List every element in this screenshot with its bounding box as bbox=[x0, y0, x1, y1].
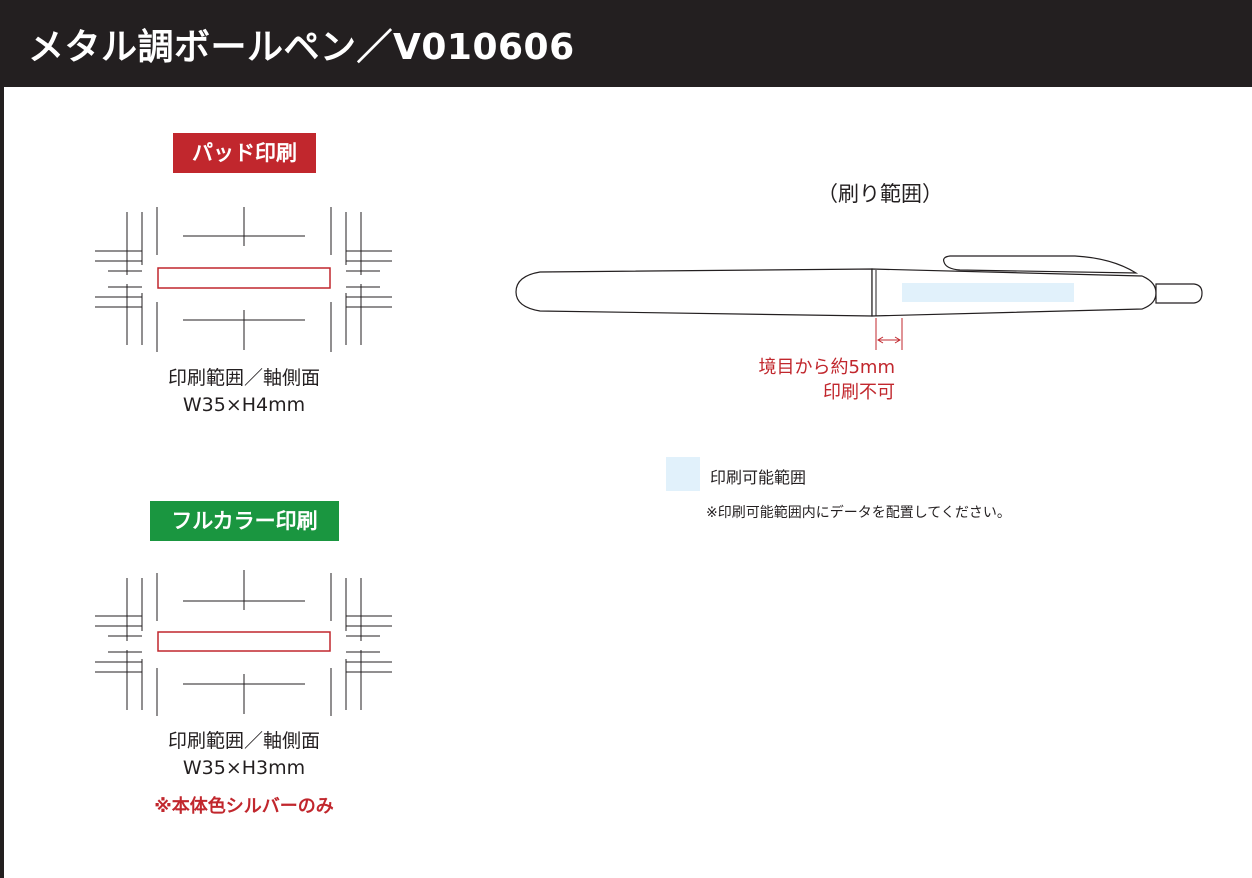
print-area-legend-label: 印刷可能範囲 bbox=[710, 468, 807, 487]
fullcolor-print-note: ※本体色シルバーのみ bbox=[154, 796, 334, 817]
pad-print-caption: 印刷範囲／軸側面 W35×H4mm bbox=[94, 365, 394, 419]
fullcolor-print-caption-line2: W35×H3mm bbox=[182, 757, 306, 779]
pen-knock bbox=[1155, 283, 1203, 304]
left-border bbox=[0, 87, 4, 878]
fullcolor-print-area-rect bbox=[157, 631, 331, 652]
page-title: メタル調ボールペン／V010606 bbox=[28, 27, 575, 68]
page-header: メタル調ボールペン／V010606 bbox=[0, 0, 1252, 87]
margin-note-line2: 印刷不可 bbox=[823, 382, 895, 403]
print-range-title: （刷り範囲） bbox=[817, 182, 943, 206]
fullcolor-print-badge: フルカラー印刷 bbox=[150, 501, 339, 541]
pen-print-area bbox=[902, 283, 1074, 302]
pad-print-caption-line2: W35×H4mm bbox=[182, 394, 306, 416]
pen-clip bbox=[943, 255, 1139, 274]
print-area-legend-swatch bbox=[666, 457, 700, 491]
pad-print-area-rect bbox=[157, 267, 331, 289]
margin-no-print-note: 境目から約5mm 印刷不可 bbox=[680, 355, 895, 405]
fullcolor-print-caption-line1: 印刷範囲／軸側面 bbox=[167, 730, 320, 752]
margin-note-line1: 境目から約5mm bbox=[758, 357, 895, 378]
print-area-legend-note: ※印刷可能範囲内にデータを配置してください。 bbox=[706, 505, 1011, 521]
pad-print-badge: パッド印刷 bbox=[173, 133, 316, 173]
pad-print-caption-line1: 印刷範囲／軸側面 bbox=[167, 367, 320, 389]
fullcolor-print-caption: 印刷範囲／軸側面 W35×H3mm bbox=[94, 728, 394, 782]
pen-cap bbox=[515, 268, 873, 317]
